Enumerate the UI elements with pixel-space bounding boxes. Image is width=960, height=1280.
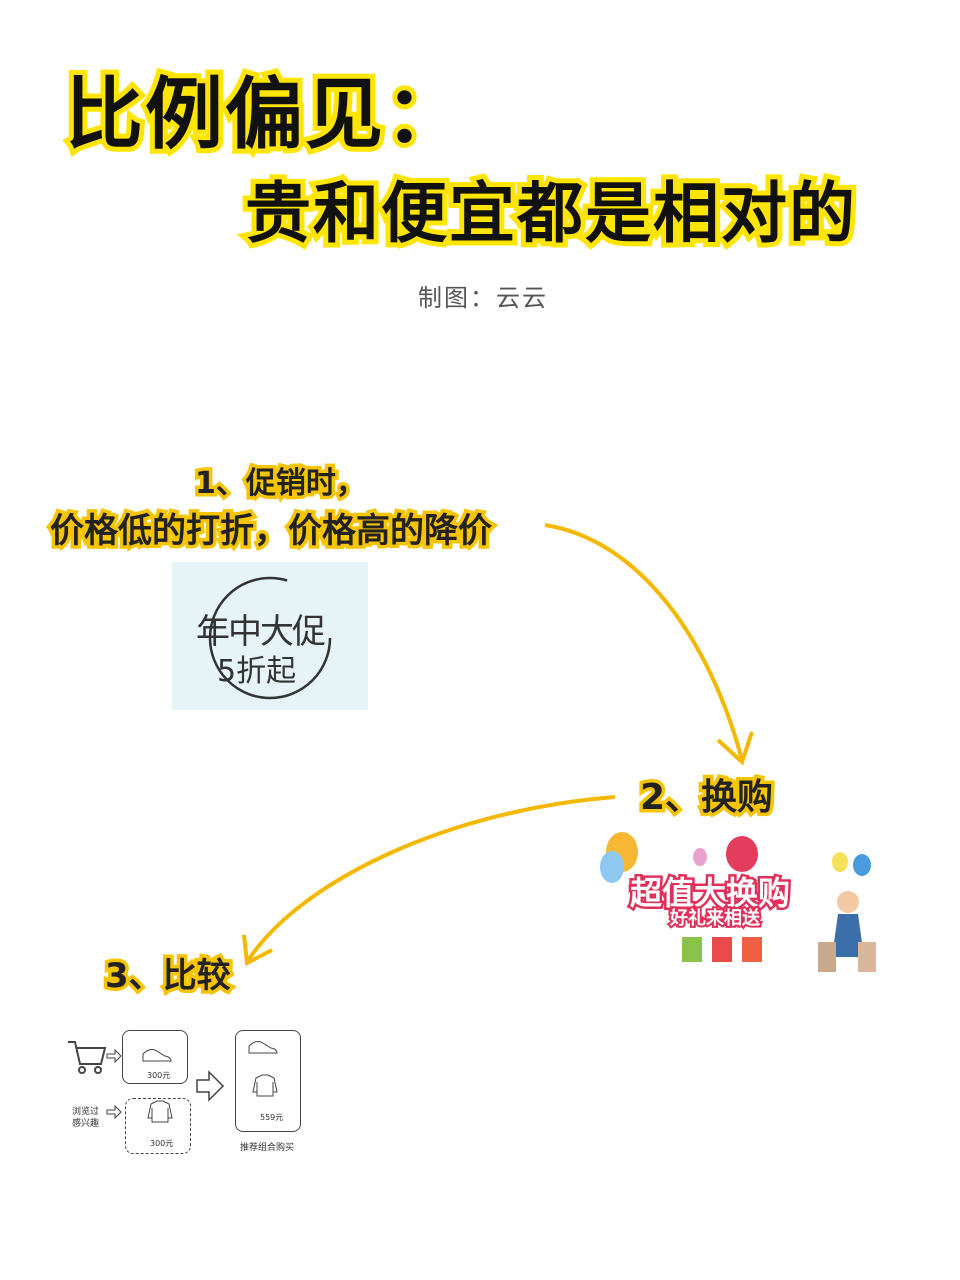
shoe-price: 300元 xyxy=(147,1071,171,1080)
big-arrow-icon xyxy=(196,1070,225,1102)
shoe-icon xyxy=(248,1041,278,1054)
promo-text-1: 年中大促 xyxy=(196,612,326,652)
shirt-price: 300元 xyxy=(150,1139,174,1148)
shirt-icon xyxy=(252,1074,278,1097)
title-line1: 比例偏见： xyxy=(60,65,468,165)
cart-icon xyxy=(68,1041,107,1074)
credit: 制图：云云 xyxy=(418,284,548,312)
bundle-caption: 推荐组合购买 xyxy=(240,1143,295,1153)
arrowhead-3 xyxy=(242,934,273,967)
sale-text-1: 超值大换购 xyxy=(627,872,792,915)
step1-label: 1、促销时， xyxy=(192,463,370,505)
bundle-price: 559元 xyxy=(260,1113,284,1122)
shirt-icon xyxy=(147,1100,173,1123)
arrow-icon xyxy=(106,1048,122,1064)
step1-desc: 价格低的打折，价格高的降价 xyxy=(47,508,496,555)
arrowhead-2 xyxy=(716,731,754,766)
arrow-1-to-2 xyxy=(544,523,744,761)
promo-text-2: 5折起 xyxy=(217,654,297,689)
step2-label: 2、换购 xyxy=(636,774,776,822)
comparison-diagram: 300元 300元 559元 推荐组合购买 浏览过 感兴趣 xyxy=(65,1028,310,1158)
promo-image: 年中大促 5折起 xyxy=(172,562,368,710)
browsed-label-1: 浏览过 xyxy=(72,1107,100,1117)
sale-image: 超值大换购 好礼来相送 xyxy=(600,832,880,982)
arrow-icon xyxy=(106,1104,122,1120)
step3-label: 3、比较 xyxy=(102,953,235,1000)
title-line2: 贵和便宜都是相对的 xyxy=(240,170,860,257)
arrow-2-to-3 xyxy=(245,795,616,964)
sale-text-2: 好礼来相送 xyxy=(668,906,762,931)
browsed-label-2: 感兴趣 xyxy=(72,1119,100,1129)
shoe-icon xyxy=(142,1049,172,1062)
